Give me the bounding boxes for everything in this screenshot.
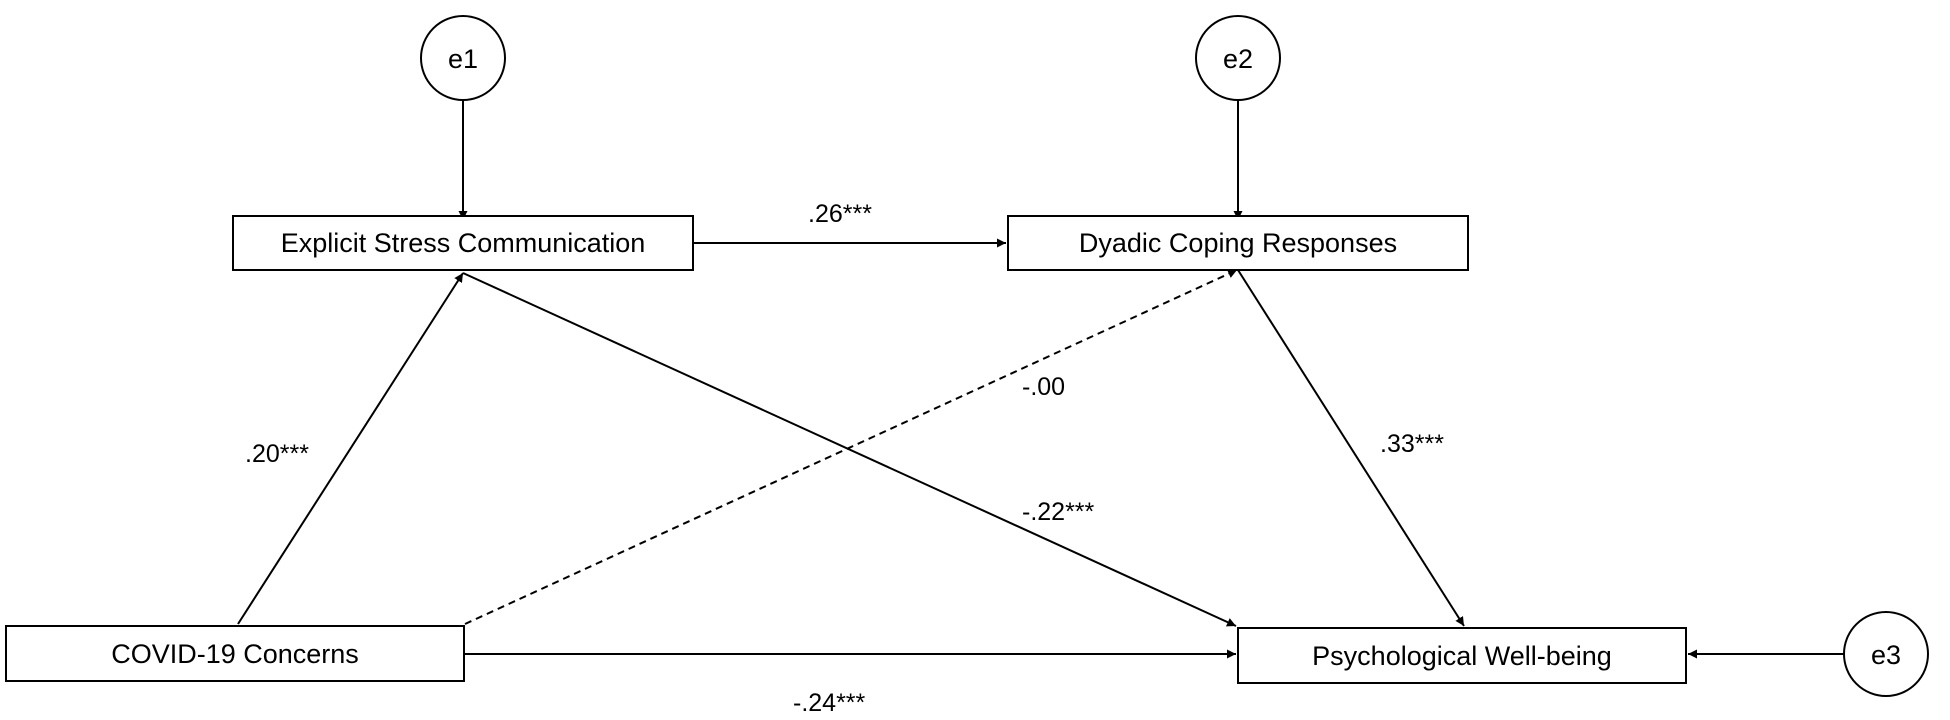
node-dyadic-coping-responses: Dyadic Coping Responses bbox=[1007, 215, 1469, 271]
error-e1-label: e1 bbox=[448, 44, 478, 74]
coef-covid-to-dcr: -.00 bbox=[1022, 373, 1065, 401]
error-e3-label: e3 bbox=[1871, 640, 1901, 670]
node-covid-19-concerns: COVID-19 Concerns bbox=[5, 625, 465, 682]
coef-esc-to-pwb: -.22*** bbox=[1022, 498, 1095, 526]
error-e1: e1 bbox=[420, 15, 506, 101]
coef-dcr-to-pwb: .33*** bbox=[1380, 430, 1444, 458]
coef-esc-to-dcr: .26*** bbox=[808, 200, 872, 228]
node-covid-19-concerns-label: COVID-19 Concerns bbox=[111, 639, 359, 669]
node-psychological-well-being: Psychological Well-being bbox=[1237, 627, 1687, 684]
coef-covid-to-esc: .20*** bbox=[245, 440, 309, 468]
path-covid-to-esc bbox=[237, 272, 464, 625]
path-esc-to-pwb bbox=[462, 272, 1237, 627]
node-explicit-stress-communication: Explicit Stress Communication bbox=[232, 215, 694, 271]
node-explicit-stress-communication-label: Explicit Stress Communication bbox=[281, 228, 646, 258]
error-e3: e3 bbox=[1843, 611, 1929, 697]
path-covid-to-dcr bbox=[464, 269, 1238, 625]
path-dcr-to-pwb bbox=[1237, 269, 1465, 627]
node-dyadic-coping-responses-label: Dyadic Coping Responses bbox=[1079, 228, 1397, 258]
error-e2: e2 bbox=[1195, 15, 1281, 101]
error-e2-label: e2 bbox=[1223, 44, 1253, 74]
coef-covid-to-pwb: -.24*** bbox=[793, 689, 866, 717]
node-psychological-well-being-label: Psychological Well-being bbox=[1312, 641, 1612, 671]
